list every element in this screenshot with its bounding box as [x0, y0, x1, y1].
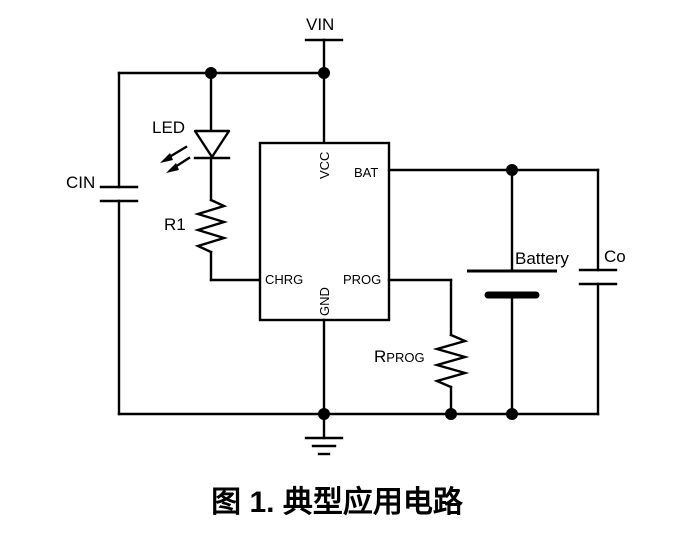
co-label: Co [604, 247, 626, 266]
pin-gnd-label: GND [317, 287, 332, 316]
r1-label: R1 [164, 215, 186, 234]
junction-rprog [445, 408, 457, 420]
led-light-arrows-icon [160, 145, 191, 173]
rprog-label-main: R [374, 347, 386, 366]
led-label: LED [152, 118, 185, 137]
figure-caption: 图 1. 典型应用电路 [211, 485, 464, 519]
led-diode-icon [193, 129, 231, 160]
pin-vcc-label: VCC [317, 152, 332, 179]
vin-label: VIN [306, 15, 334, 34]
pin-chrg-label: CHRG [265, 272, 303, 287]
co-capacitor [578, 268, 618, 286]
rprog-label-sub: PROG [386, 350, 424, 365]
junction-vcc-top [318, 67, 330, 79]
pin-bat-label: BAT [354, 165, 378, 180]
cin-capacitor [99, 185, 139, 203]
pin-prog-label: PROG [343, 272, 381, 287]
junction-battery [506, 408, 518, 420]
battery-label: Battery [515, 249, 569, 268]
rprog-resistor-icon [432, 333, 470, 389]
battery-icon [467, 269, 557, 299]
charger-ic-box [258, 141, 391, 322]
r1-resistor-icon [193, 198, 229, 254]
ground-icon [304, 412, 344, 456]
rprog-label: RPROG [374, 347, 425, 366]
cin-label: CIN [66, 173, 95, 192]
